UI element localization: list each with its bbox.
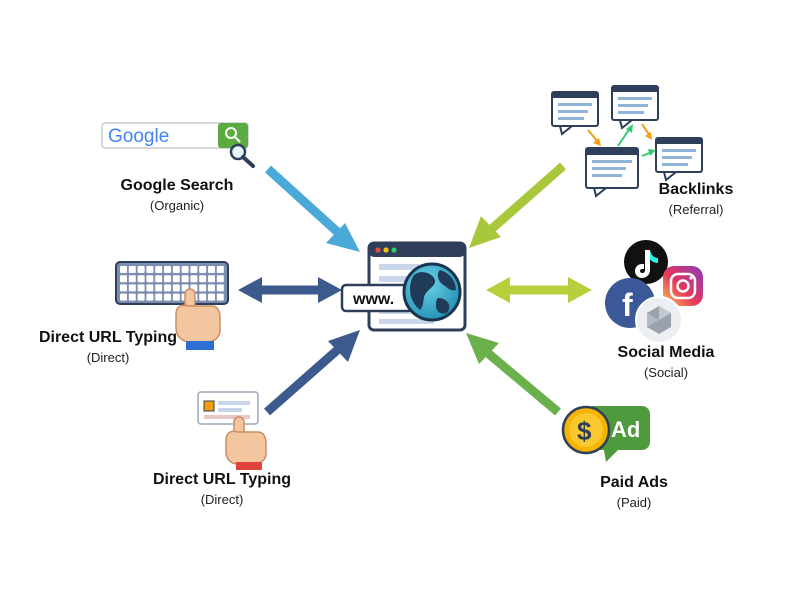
keyboard-key [208,266,215,273]
label-subtitle: (Paid) [616,495,652,510]
url-text: www. [352,291,394,308]
label-subtitle: (Social) [643,365,689,380]
keyboard-key [199,293,207,301]
label-paid-ads: Paid Ads (Paid) [584,474,684,510]
keyboard-key [137,266,145,273]
keyboard-key [164,293,171,301]
keyboard-key [128,284,136,292]
label-backlinks: Backlinks (Referral) [646,181,746,217]
google-logo: Google [108,126,169,147]
label-title: Direct URL Typing [152,471,292,488]
backlink-doc-3 [585,147,639,198]
browser-card-icon [197,391,259,425]
keyboard-key [208,293,215,301]
keyboard-key [216,266,224,273]
instagram-icon [663,266,703,306]
keyboard-key [172,293,180,301]
globe-icon [402,262,462,322]
backlink-doc-1 [551,91,599,136]
keyboard-key [137,293,145,301]
keyboard-key [190,275,198,283]
keyboard-key [146,293,154,301]
keyboard-key [181,275,189,283]
keyboard-key [216,284,224,292]
keyboard-key [128,293,136,301]
keyboard-key [164,266,171,273]
hand-pointer-icon-2 [225,416,267,470]
label-subtitle: (Direct) [200,492,244,507]
keyboard-key [128,266,136,273]
search-icon [225,127,241,143]
keyboard-key [137,275,145,283]
keyboard-key [216,275,224,283]
social-media-icons: f [605,240,703,344]
backlinks-icon [551,85,703,198]
social-double-arrow [486,277,592,303]
dollar-sign: $ [577,416,592,446]
referral-arrow [469,162,566,248]
backlink-doc-4 [655,137,703,182]
label-title: Social Media [617,344,715,361]
keyboard-key [120,266,127,273]
keyboard-key [120,284,127,292]
keyboard-key [155,266,163,273]
keyboard-key [199,266,207,273]
label-direct-url-typing-2: Direct URL Typing (Direct) [140,471,304,507]
backlink-doc-2 [611,85,659,130]
label-title: Backlinks [658,181,734,198]
label-google-search: Google Search (Organic) [102,177,252,213]
keyboard-key [199,275,207,283]
magnifier-icon [229,143,255,168]
keyboard-key [128,275,136,283]
keyboard-key [181,266,189,273]
keyboard-key [199,284,207,292]
label-subtitle: (Direct) [86,350,130,365]
keyboard-key [216,293,224,301]
google-search-bar: Google [101,122,249,149]
keyboard-key [155,293,163,301]
label-direct-url-typing-1: Direct URL Typing (Direct) [26,329,190,365]
keyboard-key [146,266,154,273]
keyboard-key [164,284,171,292]
ad-text: Ad [611,417,640,442]
label-title: Google Search [120,177,234,194]
svg-text:f: f [622,287,633,323]
paid-arrow [466,333,561,416]
dollar-coin-icon: $ [561,405,611,455]
label-title: Direct URL Typing [38,329,178,346]
keyboard-key [190,266,198,273]
organic-arrow [264,165,360,252]
keyboard-key [146,275,154,283]
keyboard-key [164,275,171,283]
url-bar: www. [340,283,414,313]
keyboard-key [172,266,180,273]
label-social-media: Social Media (Social) [604,344,728,380]
keyboard-key [120,293,127,301]
direct-arrow-lower [264,330,360,416]
social-network-icon [635,296,683,344]
keyboard-key [208,284,215,292]
keyboard-key [155,275,163,283]
keyboard-key [137,284,145,292]
keyboard-icon [115,261,229,305]
keyboard-key [155,284,163,292]
backlink-connector-arrows [587,123,656,157]
label-subtitle: (Referral) [668,202,724,217]
label-title: Paid Ads [600,474,668,491]
keyboard-key [208,275,215,283]
hand-pointer-icon [175,288,221,350]
keyboard-key [146,284,154,292]
label-subtitle: (Organic) [149,198,205,213]
tiktok-icon [624,240,668,284]
keyboard-key [172,284,180,292]
keyboard-key [172,275,180,283]
paid-ad-icon: Ad $ [561,405,650,462]
direct-double-arrow [238,277,342,303]
keyboard-key [120,275,127,283]
